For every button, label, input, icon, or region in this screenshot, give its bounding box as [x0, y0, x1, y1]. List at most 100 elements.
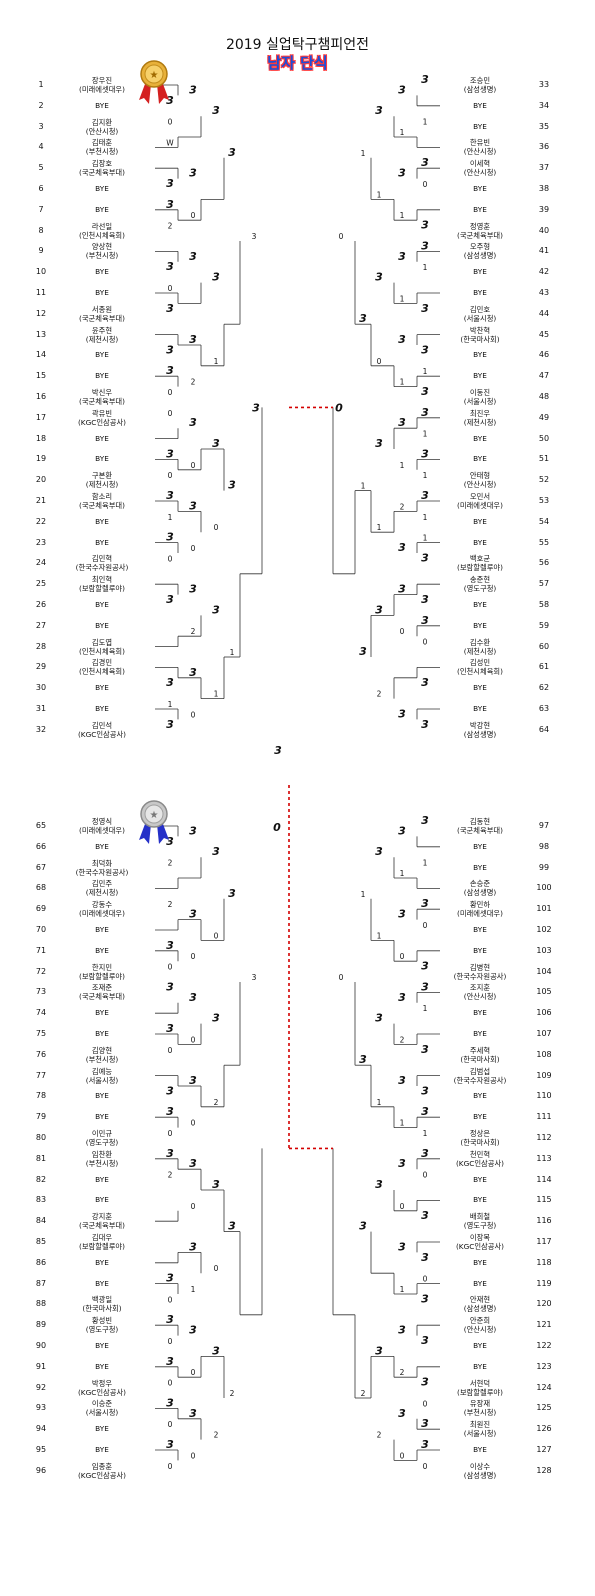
match-score: 3 — [398, 250, 406, 263]
player-team: (보람할렐루야) — [79, 971, 125, 981]
match-score: 1 — [214, 357, 219, 366]
player-team: (국군체육부대) — [79, 992, 125, 1002]
match-score: 3 — [166, 676, 174, 689]
player-name: BYE — [473, 1278, 487, 1288]
match-score: 2 — [168, 859, 173, 868]
match-score: 1 — [423, 118, 428, 127]
match-score: 3 — [398, 1074, 406, 1087]
match-score: 1 — [423, 430, 428, 439]
seed-number: 49 — [538, 412, 550, 422]
player-name: BYE — [95, 1112, 109, 1122]
seed-number: 70 — [35, 925, 47, 934]
seed-number: 52 — [538, 475, 550, 485]
player-entry: BYE — [420, 454, 540, 463]
player-entry: BYE — [420, 1175, 540, 1184]
match-score: 3 — [166, 260, 174, 273]
player-entry: 이동진(서울시청) — [420, 388, 540, 406]
match-score: 2 — [377, 1431, 382, 1440]
seed-number: 54 — [538, 516, 550, 526]
match-score: 1 — [377, 190, 382, 199]
seed-number: 37 — [538, 163, 550, 173]
player-name: 김병현 — [469, 962, 491, 972]
match-score: 3 — [189, 167, 197, 180]
seed-number: 94 — [35, 1424, 47, 1434]
match-score: 3 — [166, 939, 174, 952]
match-score: 3 — [359, 1053, 367, 1066]
seed-number: 86 — [35, 1257, 47, 1267]
seed-number: 30 — [35, 683, 47, 693]
player-name: BYE — [95, 1174, 109, 1184]
match-score: 0 — [168, 554, 173, 563]
player-entry: BYE — [42, 288, 162, 297]
match-score: 3 — [166, 1355, 174, 1368]
seed-number: 51 — [538, 454, 550, 464]
seed-number: 100 — [536, 883, 552, 893]
match-score: 3 — [228, 146, 236, 159]
player-entry: 김태훈(부천시청) — [42, 138, 162, 156]
player-name: BYE — [95, 100, 109, 110]
match-score: 3 — [421, 1251, 429, 1264]
seed-number: 27 — [35, 620, 47, 630]
player-entry: BYE — [420, 288, 540, 297]
seed-number: 74 — [35, 1008, 47, 1018]
seed-number: 89 — [35, 1320, 47, 1330]
player-name: BYE — [473, 204, 487, 214]
player-entry: BYE — [420, 1195, 540, 1204]
seed-number: 122 — [536, 1341, 552, 1350]
match-score: 2 — [214, 1098, 219, 1107]
player-team: (국군체육부대) — [457, 826, 503, 835]
seed-number: 43 — [538, 288, 550, 297]
match-score: 0 — [191, 1035, 196, 1044]
seed-number: 79 — [35, 1112, 47, 1122]
player-entry: 박강현(삼성생명) — [420, 721, 540, 739]
match-score: 3 — [189, 1157, 197, 1170]
player-name: BYE — [95, 1257, 109, 1267]
match-score: 1 — [423, 263, 428, 272]
player-name: BYE — [95, 600, 109, 609]
match-score: 0 — [423, 1275, 428, 1284]
match-score: 0 — [191, 1451, 196, 1460]
seed-number: 16 — [35, 392, 47, 401]
match-score: 1 — [168, 700, 173, 709]
player-name: 송준현 — [469, 575, 491, 585]
player-entry: 백호균(보람할렐루야) — [420, 554, 540, 572]
player-team: (삼성생명) — [463, 251, 497, 261]
match-score: 3 — [375, 1344, 383, 1357]
player-entry: 김수환(제천시청) — [420, 638, 540, 656]
player-entry: 정영식(미래에셋대우) — [42, 817, 162, 835]
seed-number: 60 — [538, 641, 550, 651]
player-entry: 한지민(보람할렐루야) — [42, 963, 162, 981]
match-score: 3 — [375, 271, 383, 284]
player-team: (미래에셋대우) — [457, 501, 503, 510]
player-name: 최원진 — [469, 1420, 491, 1430]
player-name: 조승민 — [469, 76, 491, 85]
match-score: 3 — [189, 1240, 197, 1253]
match-score: 3 — [166, 1022, 174, 1035]
seed-number: 104 — [536, 966, 552, 976]
player-entry: BYE — [42, 842, 162, 851]
player-name: 최진우 — [469, 408, 491, 418]
player-name: BYE — [95, 433, 109, 443]
match-score: 0 — [191, 710, 196, 719]
player-entry: 이승준(서울시청) — [42, 1399, 162, 1417]
seed-number: 111 — [536, 1112, 552, 1122]
match-score: 0 — [400, 952, 405, 961]
player-entry: 김성민(인천시체육회) — [420, 658, 540, 676]
player-entry: 최원진(서울시청) — [420, 1420, 540, 1438]
player-name: 김민혁 — [91, 554, 113, 564]
match-score: 3 — [212, 1178, 220, 1191]
player-entry: 한유빈(안산시청) — [420, 138, 540, 156]
seed-number: 26 — [35, 600, 47, 609]
seed-number: 76 — [35, 1049, 47, 1059]
seed-number: 38 — [538, 184, 550, 193]
seed-number: 125 — [536, 1403, 552, 1413]
player-name: 최덕화 — [91, 858, 113, 868]
match-score: 3 — [398, 333, 406, 346]
seed-number: 83 — [35, 1195, 47, 1205]
match-score: 0 — [423, 180, 428, 189]
seed-number: 90 — [35, 1341, 47, 1350]
player-entry: BYE — [42, 1258, 162, 1267]
match-score: 3 — [375, 1178, 383, 1191]
player-entry: BYE — [420, 946, 540, 955]
player-name: BYE — [473, 1361, 487, 1371]
